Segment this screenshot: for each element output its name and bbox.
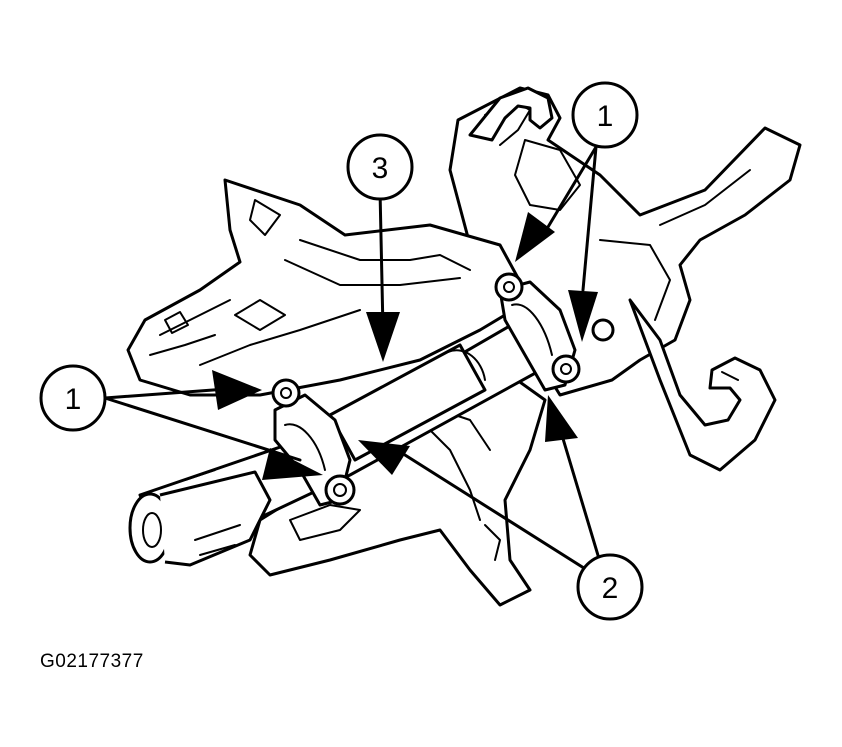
arrow-right-upper-bolt-icon: [515, 212, 555, 262]
arrow-left-clamp-icon: [358, 440, 410, 475]
right-upper-bolt-icon: [494, 272, 524, 302]
steering-shaft: [128, 318, 552, 567]
lower-bracket: [248, 373, 547, 607]
main-bracket-frame: [126, 178, 532, 397]
left-lower-bolt-icon: [324, 474, 356, 506]
callout-3: 3: [346, 133, 414, 201]
left-upper-bolt-icon: [271, 378, 301, 408]
callout-left-1: 1: [39, 364, 107, 432]
arrow-shaft-icon: [366, 312, 400, 362]
right-bearing-clamp: [494, 272, 581, 392]
arrow-left-lower-bolt-icon: [262, 448, 323, 480]
arrow-right-lower-bolt-icon: [568, 290, 598, 342]
callout-label: 1: [597, 100, 614, 133]
arrow-left-upper-bolt-icon: [212, 370, 262, 410]
upper-hook: [468, 86, 554, 142]
figure-id-label: G02177377: [40, 651, 144, 672]
callout-label: 1: [65, 383, 82, 416]
right-lower-bolt-icon: [551, 354, 581, 384]
callout-label: 3: [372, 152, 389, 185]
right-hook-bracket: [628, 298, 777, 472]
callout-right-1: 1: [571, 81, 639, 149]
callout-2: 2: [576, 553, 644, 621]
arrowheads: [212, 212, 598, 480]
leader-lines: [103, 145, 608, 584]
arrow-right-clamp-icon: [545, 395, 578, 442]
left-bearing-clamp: [271, 378, 356, 507]
callout-label: 2: [602, 572, 619, 605]
